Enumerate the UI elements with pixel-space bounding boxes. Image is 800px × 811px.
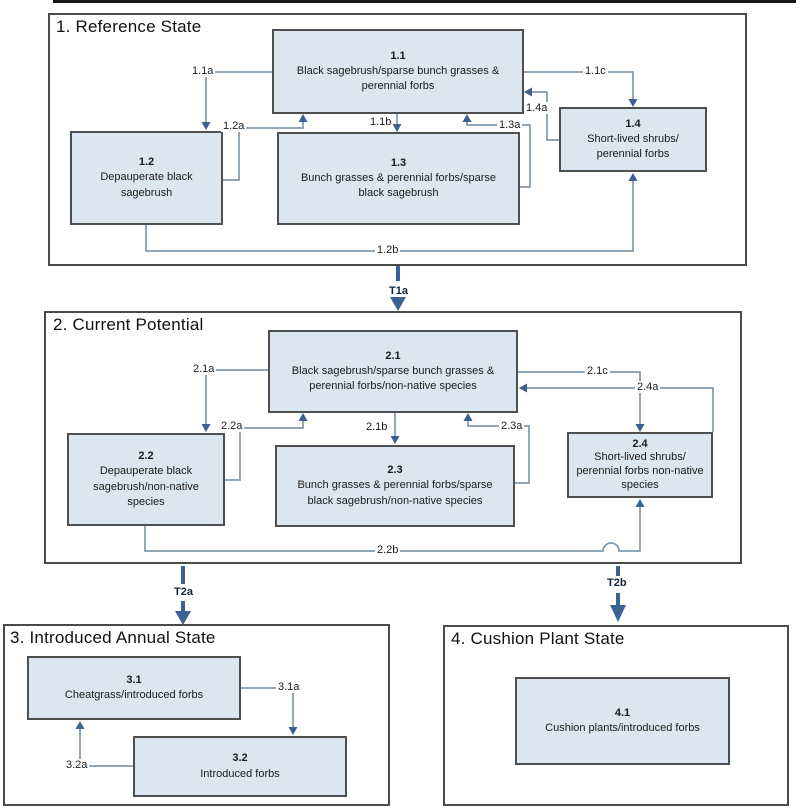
state-box-label: Short-lived shrubs/ perennial forbs non-… [576,451,704,491]
state-box-label: Bunch grasses & perennial forbs/sparse b… [300,171,497,200]
state-box-number: 2.3 [387,464,403,477]
state-box-label: Cushion plants/introduced forbs [545,722,700,734]
state-box-label: Depauperate black sagebrush [100,171,193,199]
pathway-label-2-1a: 2.1a [191,363,217,376]
pathway-1-1c [524,71,638,107]
transition-label-T2a: T2a [173,586,194,599]
pathway-2-4a [519,383,714,432]
state-box-label: Short-lived shrubs/ perennial forbs [587,132,679,161]
pathway-label-2-2a: 2.2a [219,420,245,433]
state-box-label: Bunch grasses & perennial forbs/sparse b… [297,479,493,507]
state-box-label: Cheatgrass/introduced forbs [64,689,204,701]
state-box-number: 2.2 [138,450,154,463]
state-box-number: 1.3 [390,156,407,169]
pathway-label-1-4a: 1.4a [524,102,550,115]
state-box-label: Black sagebrush/sparse bunch grasses & p… [296,64,500,93]
state-box-2-3: 2.3 Bunch grasses & perennial forbs/spar… [275,445,515,527]
state-box-number: 2.1 [385,349,401,362]
pathway-3-1a [241,687,298,735]
state-box-3-1: 3.1 Cheatgrass/introduced forbs [27,656,241,720]
pathway-label-3-2a: 3.2a [64,759,90,772]
pathway-label-2-2b: 2.2b [375,544,401,557]
transition-label-T2b: T2b [606,577,628,590]
pathway-label-2-1c: 2.1c [585,365,610,378]
section-title-reference-state: 1. Reference State [56,17,202,36]
state-box-number: 1.2 [138,156,155,169]
pathway-label-1-1a: 1.1a [190,65,216,78]
section-title-current-potential: 2. Current Potential [53,315,204,334]
state-box-number: 3.1 [126,673,142,686]
pathway-label-2-3a: 2.3a [499,420,525,433]
transition-T2a [175,566,191,625]
pathway-2-1c [518,371,645,432]
state-box-2-1: 2.1 Black sagebrush/sparse bunch grasses… [268,330,518,413]
top-crop-artifact [53,0,796,3]
pathway-label-3-1a: 3.1a [276,681,302,694]
state-box-2-2: 2.2 Depauperate black sagebrush/non-nati… [67,433,225,526]
section-title-introduced-annual: 3. Introduced Annual State [10,628,216,647]
pathway-2-2b [144,499,645,552]
state-box-3-2: 3.2 Introduced forbs [133,736,347,797]
state-box-2-4: 2.4 Short-lived shrubs/ perennial forbs … [567,432,713,498]
pathway-2-1b [390,413,400,444]
pathway-label-2-4a: 2.4a [635,381,661,394]
transition-T2b [610,566,626,622]
pathway-1-4a [524,87,559,141]
pathway-label-1-2b: 1.2b [375,244,401,257]
pathway-label-1-1c: 1.1c [583,65,608,78]
pathway-label-1-1b: 1.1b [368,116,394,129]
pathway-2-3a [463,413,530,484]
state-box-4-1: 4.1 Cushion plants/introduced forbs [515,677,730,765]
state-box-label: Introduced forbs [200,767,280,780]
pathway-1-3a [462,114,531,188]
state-box-number: 2.4 [632,437,648,450]
state-box-number: 3.2 [232,752,248,765]
state-box-number: 1.4 [625,117,641,130]
state-box-number: 1.1 [390,49,406,62]
section-title-cushion-plant: 4. Cushion Plant State [451,629,625,648]
pathway-label-1-2a: 1.2a [221,120,247,133]
pathway-label-2-1b: 2.1b [364,421,390,434]
pathway-1-1b [392,114,402,132]
pathway-label-1-3a: 1.3a [497,119,523,132]
transition-T1a [390,266,406,311]
state-box-label: Black sagebrush/sparse bunch grasses & p… [291,364,495,393]
state-box-label: Depauperate black sagebrush/non-native s… [93,465,199,508]
transition-label-T1a: T1a [388,285,409,298]
state-box-number: 4.1 [614,706,631,719]
state-box-1-3: 1.3 Bunch grasses & perennial forbs/spar… [277,132,520,225]
state-box-1-2: 1.2 Depauperate black sagebrush [70,131,223,225]
state-box-1-1: 1.1 Black sagebrush/sparse bunch grasses… [272,29,524,114]
state-box-1-4: 1.4 Short-lived shrubs/ perennial forbs [559,107,707,172]
